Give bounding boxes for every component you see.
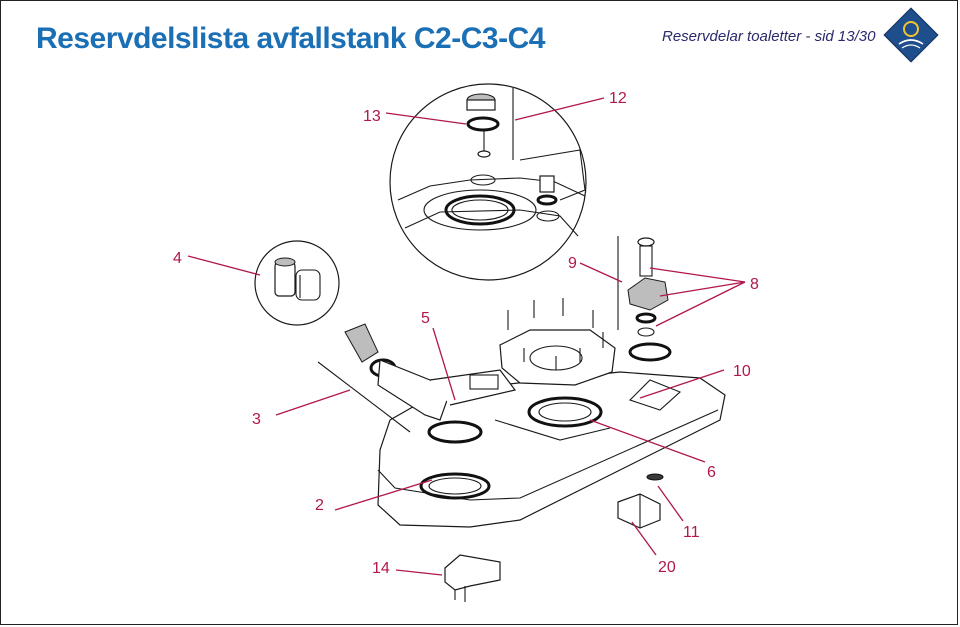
callout-12: 12 [609,90,627,107]
callout-10: 10 [733,363,751,380]
small-parts [444,473,664,602]
callout-3: 3 [252,411,261,428]
callout-4: 4 [173,250,182,267]
callout-9: 9 [568,255,577,272]
hose-part-3-5 [317,323,517,444]
page-subtitle: Reservdelar toaletter - sid 13/30 [662,28,876,45]
detail-circle-top [389,83,587,281]
leader-lines [187,97,746,576]
callout-5: 5 [421,310,430,327]
callout-6: 6 [707,464,716,481]
callout-14: 14 [372,560,390,577]
detail-circle-left [254,240,340,326]
page-title: Reservdelslista avfallstank C2-C3-C4 [36,22,545,55]
callout-20: 20 [658,559,676,576]
valve-part-8 [617,236,669,337]
callout-2: 2 [315,497,324,514]
flange-plate [499,298,616,386]
callout-11: 11 [683,524,700,541]
company-logo-icon [883,7,939,63]
callout-13: 13 [363,108,381,125]
callout-labels: 13 12 4 9 8 5 10 3 6 2 11 14 20 [173,90,759,577]
callout-8: 8 [750,276,759,293]
